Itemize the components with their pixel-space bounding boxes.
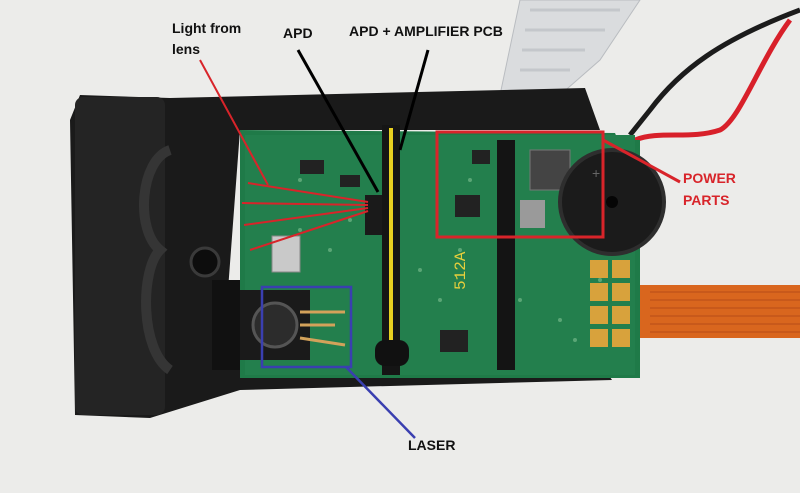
- pcb-pointer: [398, 49, 430, 151]
- light-from-lens-label-line2: lens: [172, 41, 201, 57]
- laser-box: [260, 285, 353, 369]
- apd-pointer: [296, 49, 380, 193]
- red-wire: [634, 18, 793, 143]
- black-wire: [628, 7, 800, 137]
- light-from-lens-lines: [199, 59, 369, 251]
- laser-label: LASER: [408, 437, 456, 453]
- apd-amplifier-pcb: [375, 125, 409, 375]
- apd-label: APD: [283, 25, 313, 41]
- housing: [70, 88, 612, 418]
- light-from-lens-label: Light from: [172, 20, 242, 36]
- flex-cable: [640, 285, 800, 338]
- power-parts-label-line2: PARTS: [683, 192, 730, 208]
- ribbon-cable-top: [499, 0, 641, 96]
- laser-pointer: [345, 366, 416, 439]
- power-parts-box: [435, 130, 605, 239]
- pcb-marking: 512A: [452, 251, 470, 290]
- power-parts-label: POWER: [683, 170, 736, 186]
- svg-text:+: +: [592, 165, 600, 181]
- power-parts-pointer: [602, 138, 681, 184]
- apd-amplifier-pcb-label: APD + AMPLIFIER PCB: [349, 23, 503, 39]
- laser-diode: [240, 290, 346, 360]
- buzzer: +: [558, 148, 666, 256]
